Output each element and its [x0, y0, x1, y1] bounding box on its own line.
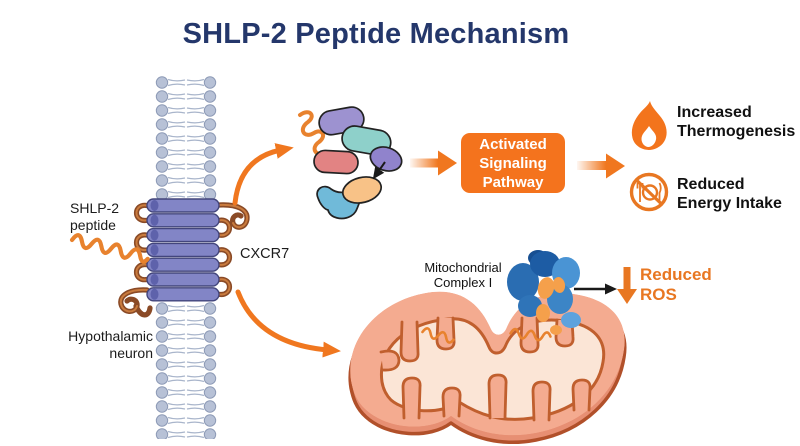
down-arrow-icon — [617, 267, 637, 304]
mitochondrial-complex-label: Mitochondrial Complex I — [424, 260, 502, 290]
mitochondrion — [348, 291, 627, 445]
increased-thermogenesis-label: Increased Thermogenesis — [677, 104, 796, 140]
shlp2-peptide-squiggle — [69, 233, 150, 264]
signaling-molecules — [298, 106, 403, 220]
no-food-icon — [629, 172, 669, 212]
cxcr7-label: CXCR7 — [240, 246, 290, 262]
cell-membrane — [155, 76, 217, 439]
mitochondrial-complex-blobs — [507, 250, 581, 335]
signal-arrow-down — [235, 289, 341, 358]
reduced-energy-intake-label: Reduced Energy Intake — [677, 176, 782, 212]
arrow-to-pathway-box — [410, 150, 457, 176]
activated-signaling-pathway-box: Activated Signaling Pathway — [461, 133, 565, 193]
cxcr7-receptor — [118, 198, 250, 318]
hypothalamic-neuron-label: Hypothalamic neuron — [68, 328, 153, 361]
peptides-in-mitochondria — [421, 327, 552, 344]
page-title: SHLP-2 Peptide Mechanism — [182, 18, 570, 50]
cristae — [379, 316, 592, 422]
reduced-ros-label: Reduced ROS — [640, 265, 712, 304]
signal-arrow-up — [232, 143, 294, 206]
flame-icon — [631, 101, 667, 150]
shlp2-peptide-label: SHLP-2 peptide — [70, 200, 120, 233]
arrow-to-outcomes — [577, 153, 625, 179]
